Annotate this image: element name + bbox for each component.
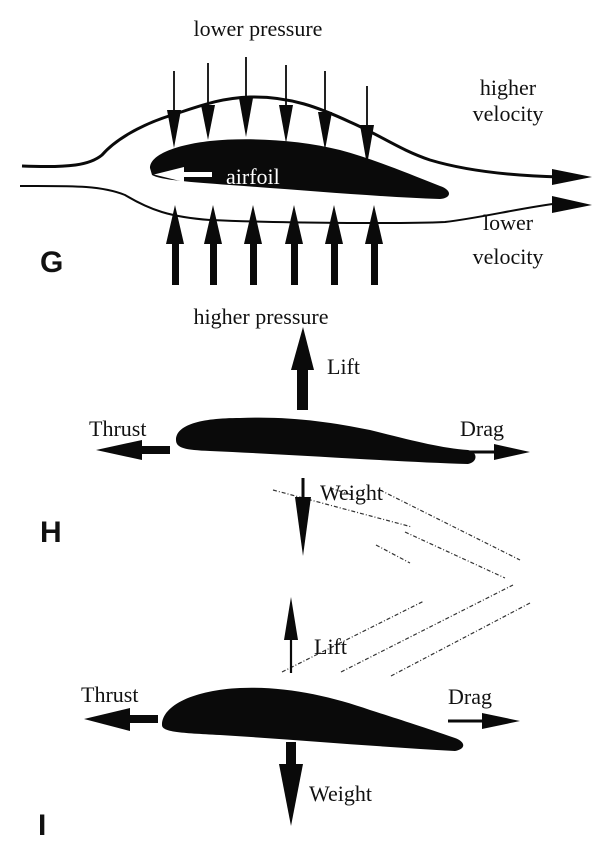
weight-label: Weight (320, 480, 383, 505)
lift-label: Lift (327, 354, 360, 379)
down-arrow-2 (201, 63, 215, 140)
up-arrow-3 (244, 205, 262, 285)
lower-pressure-label: lower pressure (194, 16, 323, 41)
down-arrow-5 (318, 71, 332, 150)
up-arrow-1 (166, 205, 184, 285)
lower-streamline (19, 184, 561, 225)
upper-streamline (21, 95, 561, 179)
down-arrow-1 (167, 71, 181, 148)
lift-arrow (284, 597, 298, 673)
up-arrow-6 (365, 205, 383, 285)
drag-label: Drag (448, 684, 492, 709)
higher-velocity-label-line2: velocity (473, 101, 544, 126)
airfoil-shape (176, 417, 476, 464)
panel-letter-g: G (40, 246, 63, 279)
weight-arrow (295, 478, 311, 556)
airfoil-shape (150, 139, 449, 199)
wind-lines (281, 584, 531, 677)
up-arrow-4 (285, 205, 303, 285)
wind-lines (272, 487, 521, 579)
relative-wind-arrow (154, 167, 212, 182)
airfoil-shape (162, 687, 464, 751)
up-arrow-5 (325, 205, 343, 285)
panel-g: lower pressure airfoil (19, 16, 592, 329)
drag-label: Drag (460, 416, 504, 441)
thrust-arrow (96, 440, 170, 460)
higher-velocity-label-line1: higher (480, 75, 537, 100)
panel-i: Lift Weight Thrust Drag I (38, 584, 531, 842)
downward-pressure-arrows (167, 57, 374, 165)
weight-arrow (279, 742, 303, 826)
lower-velocity-label-line1: lower (483, 210, 534, 235)
up-arrow-2 (204, 205, 222, 285)
panel-letter-h: H (40, 516, 62, 549)
drag-arrow (460, 444, 530, 460)
panel-h: Lift Weight Thrust Drag H (40, 327, 530, 579)
airfoil-label: airfoil (226, 164, 280, 189)
thrust-label: Thrust (89, 416, 146, 441)
lower-velocity-label-line2: velocity (473, 244, 544, 269)
drag-arrow (448, 713, 520, 729)
down-arrow-3 (239, 57, 253, 137)
upward-pressure-arrows (166, 205, 383, 285)
thrust-label: Thrust (81, 682, 138, 707)
down-arrow-4 (279, 65, 293, 143)
lift-label: Lift (314, 634, 347, 659)
lower-streamline-arrowhead-icon (552, 196, 592, 213)
lift-arrow (291, 327, 314, 410)
thrust-arrow (84, 708, 158, 731)
panel-letter-i: I (38, 809, 46, 842)
upper-streamline-arrowhead-icon (552, 169, 592, 185)
down-arrow-6 (360, 86, 374, 165)
higher-pressure-label: higher pressure (193, 304, 328, 329)
weight-label: Weight (309, 781, 372, 806)
